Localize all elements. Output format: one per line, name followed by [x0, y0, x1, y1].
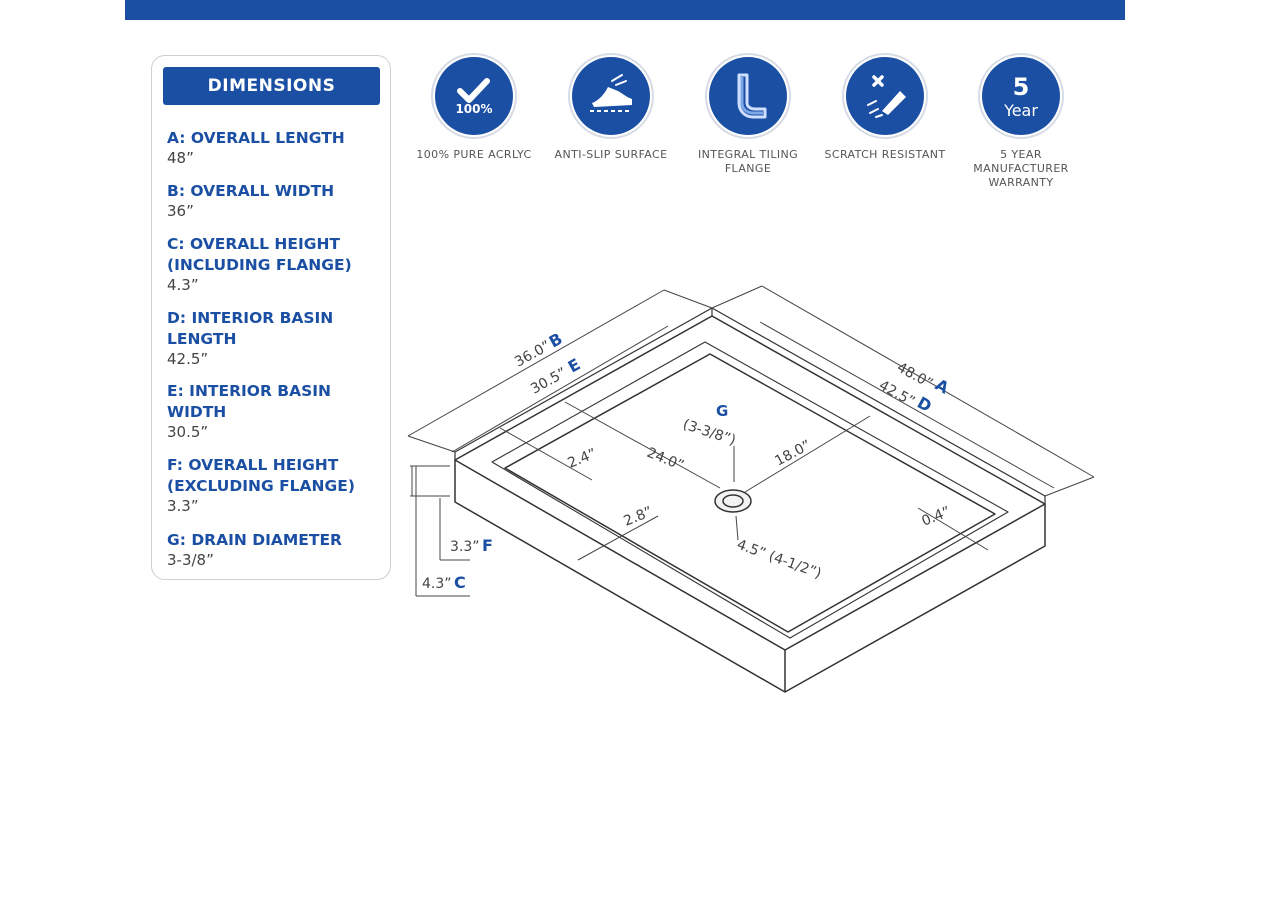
dimension-label: E: INTERIOR BASIN WIDTH: [167, 382, 332, 421]
feature-label: 5 YEAR MANUFACTURER WARRANTY: [973, 148, 1069, 189]
label-24: 24.0”: [645, 445, 687, 474]
label-18: 18.0”: [772, 437, 813, 469]
tiling-flange-icon: [709, 57, 787, 135]
dimension-label: F: OVERALL HEIGHT (EXCLUDING FLANGE): [167, 456, 355, 495]
feature-anti-slip: ANTI-SLIP SURFACE: [546, 57, 676, 162]
scratch-resistant-icon: [846, 57, 924, 135]
label-c-value: 4.3”: [422, 576, 452, 592]
label-c-letter: C: [454, 573, 466, 592]
feature-label: INTEGRAL TILING FLANGE: [697, 148, 799, 175]
dimension-label: D: INTERIOR BASIN LENGTH: [167, 309, 334, 348]
front-side: [454, 460, 786, 693]
dimension-item-a: A: OVERALL LENGTH 48”: [167, 128, 382, 168]
label-2-8: 2.8”: [622, 504, 655, 530]
dimension-item-d: D: INTERIOR BASIN LENGTH 42.5”: [167, 308, 382, 369]
label-4-5: 4.5” (4-1/2”): [735, 537, 824, 582]
label-g-letter: G: [716, 402, 728, 420]
label-e-letter: E: [565, 355, 584, 377]
dimension-line-e: [451, 325, 669, 453]
dimension-line-d: [759, 321, 1055, 489]
dimension-item-c: C: OVERALL HEIGHT (INCLUDING FLANGE) 4.3…: [167, 234, 382, 295]
label-f-letter: F: [482, 536, 493, 555]
label-g-value: (3-3/8”): [681, 417, 738, 449]
dimension-label: B: OVERALL WIDTH: [167, 182, 335, 200]
badge-text: Year: [1003, 101, 1038, 120]
dimension-value: 3.3”: [167, 497, 199, 515]
label-b-value: 36.0”: [512, 338, 553, 371]
dimension-value: 3-3/8”: [167, 551, 214, 569]
dimensions-panel: DIMENSIONS A: OVERALL LENGTH 48” B: OVER…: [151, 55, 391, 580]
dimension-value: 4.3”: [167, 276, 199, 294]
checkmark-100-icon: 100%: [435, 57, 513, 135]
dimension-label: A: OVERALL LENGTH: [167, 129, 345, 147]
dimension-item-f: F: OVERALL HEIGHT (EXCLUDING FLANGE) 3.3…: [167, 455, 382, 516]
top-banner: [125, 0, 1125, 20]
dimension-label: C: OVERALL HEIGHT (INCLUDING FLANGE): [167, 235, 352, 274]
dimension-item-e: E: INTERIOR BASIN WIDTH 30.5”: [167, 381, 382, 442]
badge-number: 5: [1013, 73, 1030, 101]
dimension-line-a: [761, 285, 1095, 478]
dimension-value: 48”: [167, 149, 194, 167]
feature-scratch-resistant: SCRATCH RESISTANT: [820, 57, 950, 162]
label-f-value: 3.3”: [450, 539, 480, 555]
badge-text: 100%: [455, 102, 492, 116]
dimension-value: 42.5”: [167, 350, 209, 368]
feature-label: SCRATCH RESISTANT: [824, 148, 946, 161]
dimension-item-b: B: OVERALL WIDTH 36”: [167, 181, 382, 221]
feature-warranty: 5 Year 5 YEAR MANUFACTURER WARRANTY: [956, 57, 1086, 190]
inner-basin: [504, 353, 996, 633]
dimension-item-g: G: DRAIN DIAMETER 3-3/8”: [167, 530, 382, 570]
dimension-line-b: [407, 289, 665, 437]
drain: [714, 489, 752, 513]
feature-pure-acrylic: 100% 100% PURE ACRLYC: [409, 57, 539, 162]
shower-base-diagram: 48.0” A 42.5” D 36.0” B 30.5” E G (3-3/8…: [407, 285, 1095, 693]
right-side: [784, 504, 1046, 693]
dimension-label: G: DRAIN DIAMETER: [167, 531, 342, 549]
shoe-slip-icon: [572, 57, 650, 135]
dimension-value: 36”: [167, 202, 194, 220]
label-2-4: 2.4”: [566, 446, 599, 472]
warranty-5-year-icon: 5 Year: [982, 57, 1060, 135]
feature-label: 100% PURE ACRLYC: [416, 148, 532, 161]
dimensions-title: DIMENSIONS: [163, 67, 380, 105]
feature-label: ANTI-SLIP SURFACE: [554, 148, 668, 161]
feature-tiling-flange: INTEGRAL TILING FLANGE: [683, 57, 813, 176]
dimension-value: 30.5”: [167, 423, 209, 441]
label-e-value: 30.5”: [528, 365, 569, 398]
